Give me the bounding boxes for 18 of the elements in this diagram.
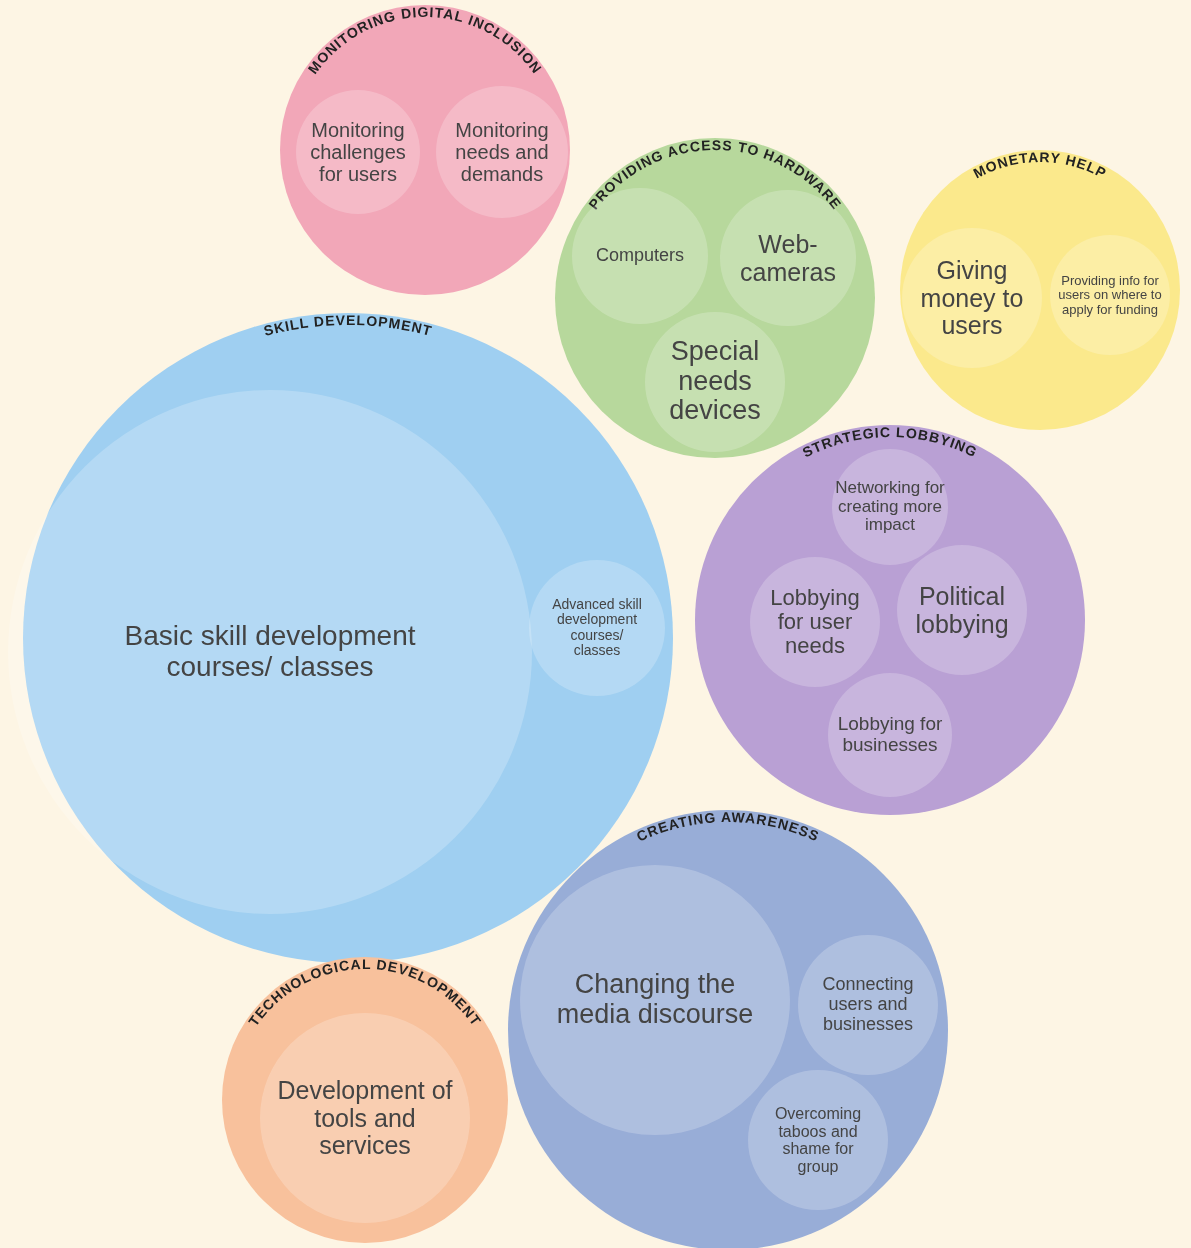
topic-label: Special needs devices xyxy=(668,337,762,427)
topic-label: Political lobbying xyxy=(914,582,1010,638)
topic-label: Changing the media discourse xyxy=(555,970,755,1030)
topic-label: Lobbying for user needs xyxy=(769,585,861,659)
topic-label: Monitoring needs and demands xyxy=(454,119,550,185)
topic-label: Providing info for users on where to apply for funding xyxy=(1057,273,1163,317)
topic-label: Advanced skill development courses/ classes xyxy=(551,597,643,659)
topic-label: Giving money to users xyxy=(919,256,1025,340)
topic-label: Web-cameras xyxy=(739,230,837,286)
topic-label: Monitoring challenges for users xyxy=(309,119,407,185)
circle-heading: SKILL DEVELOPMENT xyxy=(261,311,435,340)
topic-label: Computers xyxy=(595,246,685,266)
topic-label: Lobbying for businesses xyxy=(836,714,944,756)
topic-label: Basic skill development courses/ classes xyxy=(123,621,417,683)
topic-label: Networking for creating more impact xyxy=(835,478,945,536)
topic-label: Development of tools and services xyxy=(276,1076,454,1160)
topic-label: Connecting users and businesses xyxy=(821,975,915,1035)
topic-label: Overcoming taboos and shame for group xyxy=(773,1104,863,1176)
